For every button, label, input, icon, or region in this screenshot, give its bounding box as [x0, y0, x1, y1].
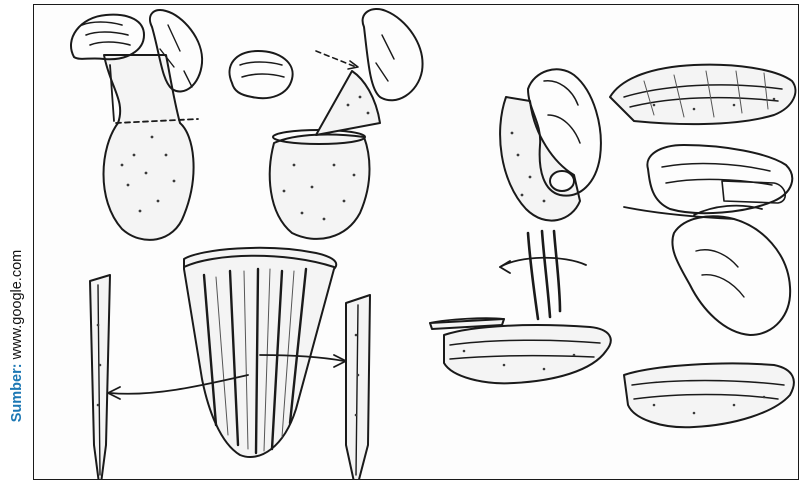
knapping-hand-icon — [71, 15, 144, 60]
figure-frame — [33, 4, 799, 480]
detached-cap-icon — [316, 71, 380, 135]
fluted-core-icon — [184, 248, 336, 457]
pressure-flaking-panel-3 — [624, 145, 792, 335]
blade-flake-icon — [610, 65, 795, 124]
stone-core-icon — [270, 135, 370, 239]
stone-core-panel-2 — [230, 9, 423, 239]
stone-core-icon — [104, 55, 194, 240]
source-label: Sumber: — [9, 363, 25, 422]
pressure-flaking-panel-1 — [500, 69, 601, 319]
stone-tool-illustration — [34, 5, 799, 480]
stone-core-panel-1 — [71, 10, 202, 240]
blade-flake-panel — [430, 318, 611, 383]
holding-hand-icon — [230, 51, 293, 98]
source-caption-text: Sumber: www.google.com — [9, 250, 25, 422]
blade-flake-panel-2 — [624, 363, 794, 427]
fluted-core-panel — [90, 248, 370, 480]
gripping-hand-icon — [672, 216, 790, 335]
pressure-tool-icon — [528, 231, 560, 319]
source-caption: Sumber: www.google.com — [1, 0, 33, 484]
source-url: www.google.com — [9, 250, 25, 360]
blade-flake-icon — [624, 363, 794, 427]
pressure-flaking-panel-2 — [610, 65, 795, 124]
blade-flake-icon — [444, 325, 611, 383]
